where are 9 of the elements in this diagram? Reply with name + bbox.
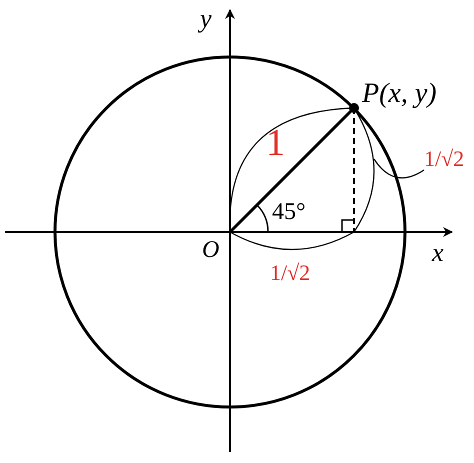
fraction-label: 1/√2 [270,262,310,284]
origin-label: O [202,238,220,262]
axis-label: x [432,240,444,266]
axis-label: y [200,6,212,32]
angle-label: 45° [272,200,306,224]
length-label: 1 [266,124,285,162]
leader-line [374,158,424,178]
point-label: P(x, y) [362,80,437,108]
fraction-label: 1/√2 [424,148,464,170]
